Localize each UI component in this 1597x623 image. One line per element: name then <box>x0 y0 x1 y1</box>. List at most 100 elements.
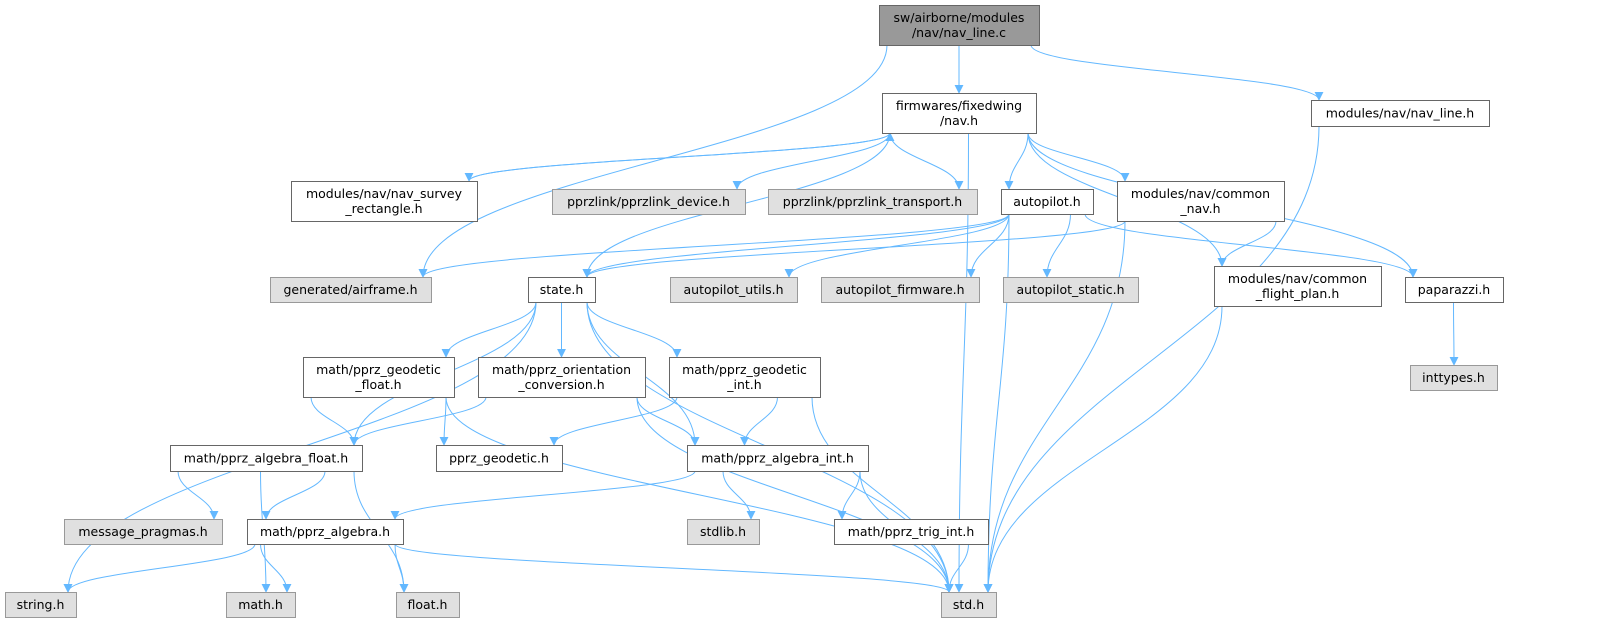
node-box <box>226 592 296 618</box>
edge-state-to-geodetic-int <box>586 301 682 358</box>
node-box <box>528 277 596 303</box>
node-label: _int.h <box>726 377 761 392</box>
edge-nav-line-c-to-airframe <box>418 44 888 278</box>
node-paparazzi[interactable]: paparazzi.h <box>1405 277 1504 303</box>
node-geodetic-float[interactable]: math/pprz_geodetic_float.h <box>303 357 455 398</box>
node-label: stdlib.h <box>700 524 746 539</box>
edge-algebra-float-to-message-pragmas <box>177 470 219 520</box>
node-algebra-int[interactable]: math/pprz_algebra_int.h <box>687 445 869 472</box>
edge-orientation-to-algebra-int <box>636 396 700 446</box>
node-nav-h[interactable]: firmwares/fixedwing/nav.h <box>882 93 1037 134</box>
edge-state-to-geodetic-float <box>441 301 537 358</box>
node-flight-plan[interactable]: modules/nav/common_flight_plan.h <box>1214 266 1382 307</box>
edge-orientation-to-algebra-float <box>349 396 487 446</box>
node-box <box>1001 189 1094 215</box>
node-label: pprzlink/pprzlink_transport.h <box>783 194 962 209</box>
node-std[interactable]: std.h <box>941 592 997 618</box>
node-autopilot-static[interactable]: autopilot_static.h <box>1003 277 1139 303</box>
edge-autopilot-to-autopilot-firmware <box>966 213 1010 278</box>
node-float[interactable]: float.h <box>396 592 460 618</box>
node-pprz-geodetic[interactable]: pprz_geodetic.h <box>436 445 563 472</box>
node-string[interactable]: string.h <box>5 592 77 618</box>
edge-autopilot-to-state <box>582 213 1010 278</box>
node-label: string.h <box>17 597 65 612</box>
node-label: math/pprz_algebra_float.h <box>184 451 348 466</box>
node-box <box>270 277 432 303</box>
node-stdlib[interactable]: stdlib.h <box>687 519 760 545</box>
edge-flight-plan-to-std <box>983 305 1223 593</box>
edge-autopilot-to-std <box>983 213 1010 593</box>
node-pprzlink-device[interactable]: pprzlink/pprzlink_device.h <box>552 189 746 215</box>
node-autopilot[interactable]: autopilot.h <box>1001 189 1094 215</box>
node-box <box>1311 100 1490 127</box>
node-box <box>396 592 460 618</box>
node-algebra-float[interactable]: math/pprz_algebra_float.h <box>170 445 363 472</box>
node-label: inttypes.h <box>1422 370 1485 385</box>
node-nav-line-c[interactable]: sw/airborne/modules/nav/nav_line.c <box>879 5 1040 46</box>
edge-nav-h-to-common-nav <box>1027 132 1130 182</box>
edge-nav-line-c-to-nav-line-h <box>1030 44 1324 101</box>
node-pprzlink-transport[interactable]: pprzlink/pprzlink_transport.h <box>768 189 978 215</box>
node-math[interactable]: math.h <box>226 592 296 618</box>
edge-algebra-to-float <box>394 543 409 593</box>
node-box <box>478 357 646 398</box>
node-label: message_pragmas.h <box>78 524 207 539</box>
node-label: modules/nav/common <box>1131 186 1270 201</box>
node-inttypes[interactable]: inttypes.h <box>1410 365 1498 391</box>
node-box <box>1117 181 1285 222</box>
edge-survey-rect-to-nav-h <box>468 132 895 182</box>
node-nav-line-h[interactable]: modules/nav/nav_line.h <box>1311 100 1490 127</box>
node-box <box>768 189 978 215</box>
node-label: pprz_geodetic.h <box>449 451 549 466</box>
node-label: autopilot_static.h <box>1016 282 1124 297</box>
node-label: math.h <box>238 597 283 612</box>
node-survey-rect[interactable]: modules/nav/nav_survey_rectangle.h <box>291 181 478 222</box>
node-box <box>1214 266 1382 307</box>
edge-algebra-to-string <box>63 543 256 593</box>
node-box <box>64 519 223 545</box>
node-label: modules/nav/nav_line.h <box>1326 106 1474 121</box>
node-box <box>821 277 980 303</box>
edge-autopilot-to-autopilot-utils <box>784 213 1010 278</box>
node-label: paparazzi.h <box>1418 282 1490 297</box>
node-label: /nav/nav_line.c <box>912 25 1006 40</box>
node-box <box>291 181 478 222</box>
node-label: autopilot_utils.h <box>684 282 784 297</box>
node-autopilot-firmware[interactable]: autopilot_firmware.h <box>821 277 980 303</box>
node-box <box>941 592 997 618</box>
node-box <box>1410 365 1498 391</box>
edge-common-nav-to-std <box>983 220 1126 593</box>
node-geodetic-int[interactable]: math/pprz_geodetic_int.h <box>669 357 821 398</box>
node-trig-int[interactable]: math/pprz_trig_int.h <box>834 519 989 545</box>
node-label: generated/airframe.h <box>283 282 417 297</box>
edge-algebra-to-std <box>394 543 954 593</box>
edge-nav-line-h-to-std <box>983 125 1320 593</box>
node-label: math/pprz_trig_int.h <box>848 524 975 539</box>
node-message-pragmas[interactable]: message_pragmas.h <box>64 519 223 545</box>
edges-layer <box>63 44 1459 593</box>
node-box <box>882 93 1037 134</box>
node-label: _nav.h <box>1179 201 1220 216</box>
node-algebra[interactable]: math/pprz_algebra.h <box>247 519 404 545</box>
edge-autopilot-to-paparazzi <box>1084 213 1418 278</box>
edge-geodetic-float-to-std <box>445 396 954 593</box>
edge-autopilot-to-autopilot-static <box>1042 213 1071 278</box>
node-state[interactable]: state.h <box>528 277 596 303</box>
edge-algebra-float-to-algebra <box>261 470 326 520</box>
node-airframe[interactable]: generated/airframe.h <box>270 277 432 303</box>
edge-orientation-to-std <box>636 396 954 593</box>
edge-geodetic-float-to-algebra-float <box>310 396 359 446</box>
edge-algebra-int-to-algebra <box>390 470 696 520</box>
node-box <box>669 357 821 398</box>
node-common-nav[interactable]: modules/nav/common_nav.h <box>1117 181 1285 222</box>
node-orientation[interactable]: math/pprz_orientation_conversion.h <box>478 357 646 398</box>
node-box <box>879 5 1040 46</box>
edge-algebra-to-math <box>260 543 292 593</box>
node-label: math/pprz_geodetic <box>682 362 807 377</box>
node-autopilot-utils[interactable]: autopilot_utils.h <box>670 277 798 303</box>
node-label: math/pprz_algebra.h <box>260 524 390 539</box>
node-box <box>834 519 989 545</box>
node-box <box>5 592 77 618</box>
node-label: math/pprz_algebra_int.h <box>701 451 854 466</box>
